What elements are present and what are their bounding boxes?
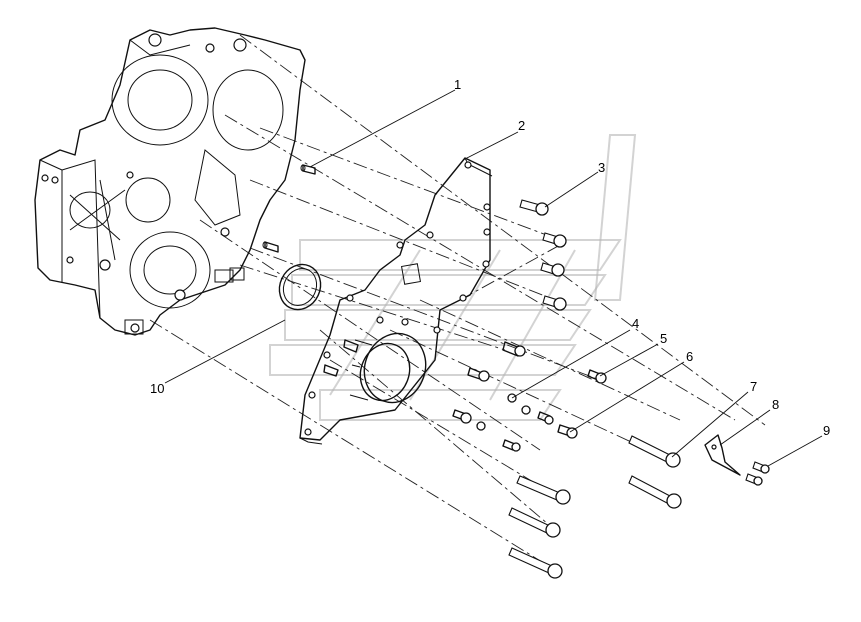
small-screw-group [745,461,770,486]
callout-labels: 1 2 3 4 5 6 7 8 9 10 [150,77,830,438]
callout-8: 8 [772,397,779,412]
small-bolt-group [323,339,607,452]
watermark-logo [269,134,637,421]
callout-10: 10 [150,381,164,396]
leader-lines [164,89,823,467]
callout-1: 1 [454,77,461,92]
bracket [704,434,741,476]
long-bolt-group [508,435,682,579]
flange-bolt-group [519,199,567,311]
callout-2: 2 [518,118,525,133]
engine-housing [34,27,306,336]
o-ring [278,263,322,311]
callout-7: 7 [750,379,757,394]
dowel-pin [300,164,316,175]
callout-4: 4 [632,316,639,331]
callout-6: 6 [686,349,693,364]
alignment-lines [149,34,766,571]
callout-5: 5 [660,331,667,346]
dowel-pin-lower [262,241,279,253]
front-cover-plate [299,157,493,445]
callout-9: 9 [823,423,830,438]
crankshaft-seal [349,332,427,404]
callout-3: 3 [598,160,605,175]
